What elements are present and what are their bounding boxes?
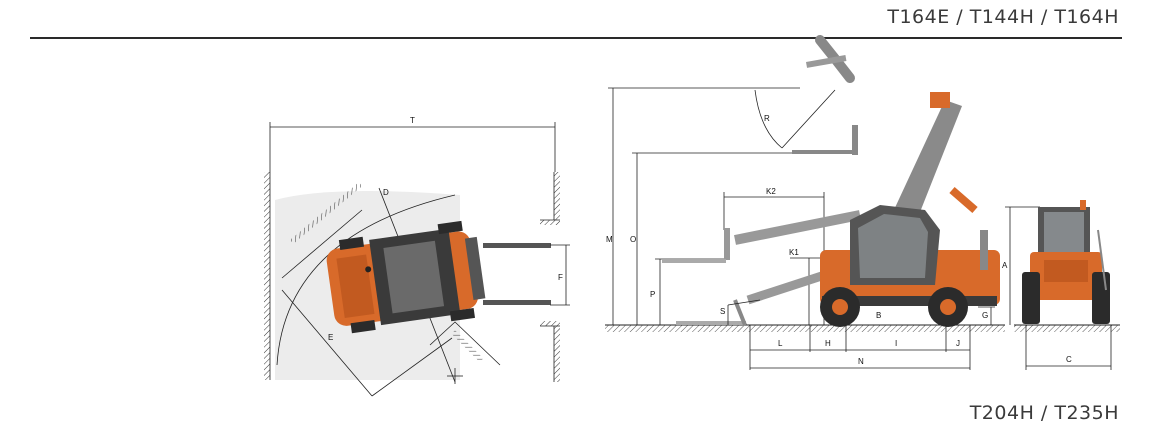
label-S: S [720,307,725,316]
label-A: A [1002,261,1008,270]
fork-bottom [483,300,551,305]
right-wall-top [554,172,560,220]
label-O: O [630,235,636,244]
label-P: P [650,290,655,299]
telehandler-top-view [326,220,486,334]
label-J: J [956,339,960,348]
label-M: M [606,235,613,244]
model-title-top: T164E / T144H / T164H [887,6,1119,28]
label-G: G [982,311,988,320]
label-I: I [895,339,897,348]
label-K1: K1 [789,248,799,257]
telehandler-side-view [820,92,1000,327]
header-divider [30,37,1122,39]
telehandler-rear-view [1022,200,1110,324]
label-T: T [410,116,415,125]
turning-arc [276,194,456,366]
label-N: N [858,357,864,366]
label-K2: K2 [766,187,776,196]
label-D: D [383,188,389,197]
top-view-diagram: T D E F [264,116,570,397]
label-E: E [328,333,333,342]
rear-view-diagram: A C [1002,200,1120,370]
label-B: B [876,311,881,320]
label-F: F [558,273,563,282]
label-L: L [778,339,783,348]
right-wall-bottom [554,326,560,382]
fork-top [483,243,551,248]
left-wall [264,172,270,380]
model-title-bottom: T204H / T235H [969,402,1119,424]
side-view-diagram: M O P R K2 K1 [605,35,1005,370]
label-R: R [764,114,770,123]
label-H: H [825,339,831,348]
label-C: C [1066,355,1072,364]
